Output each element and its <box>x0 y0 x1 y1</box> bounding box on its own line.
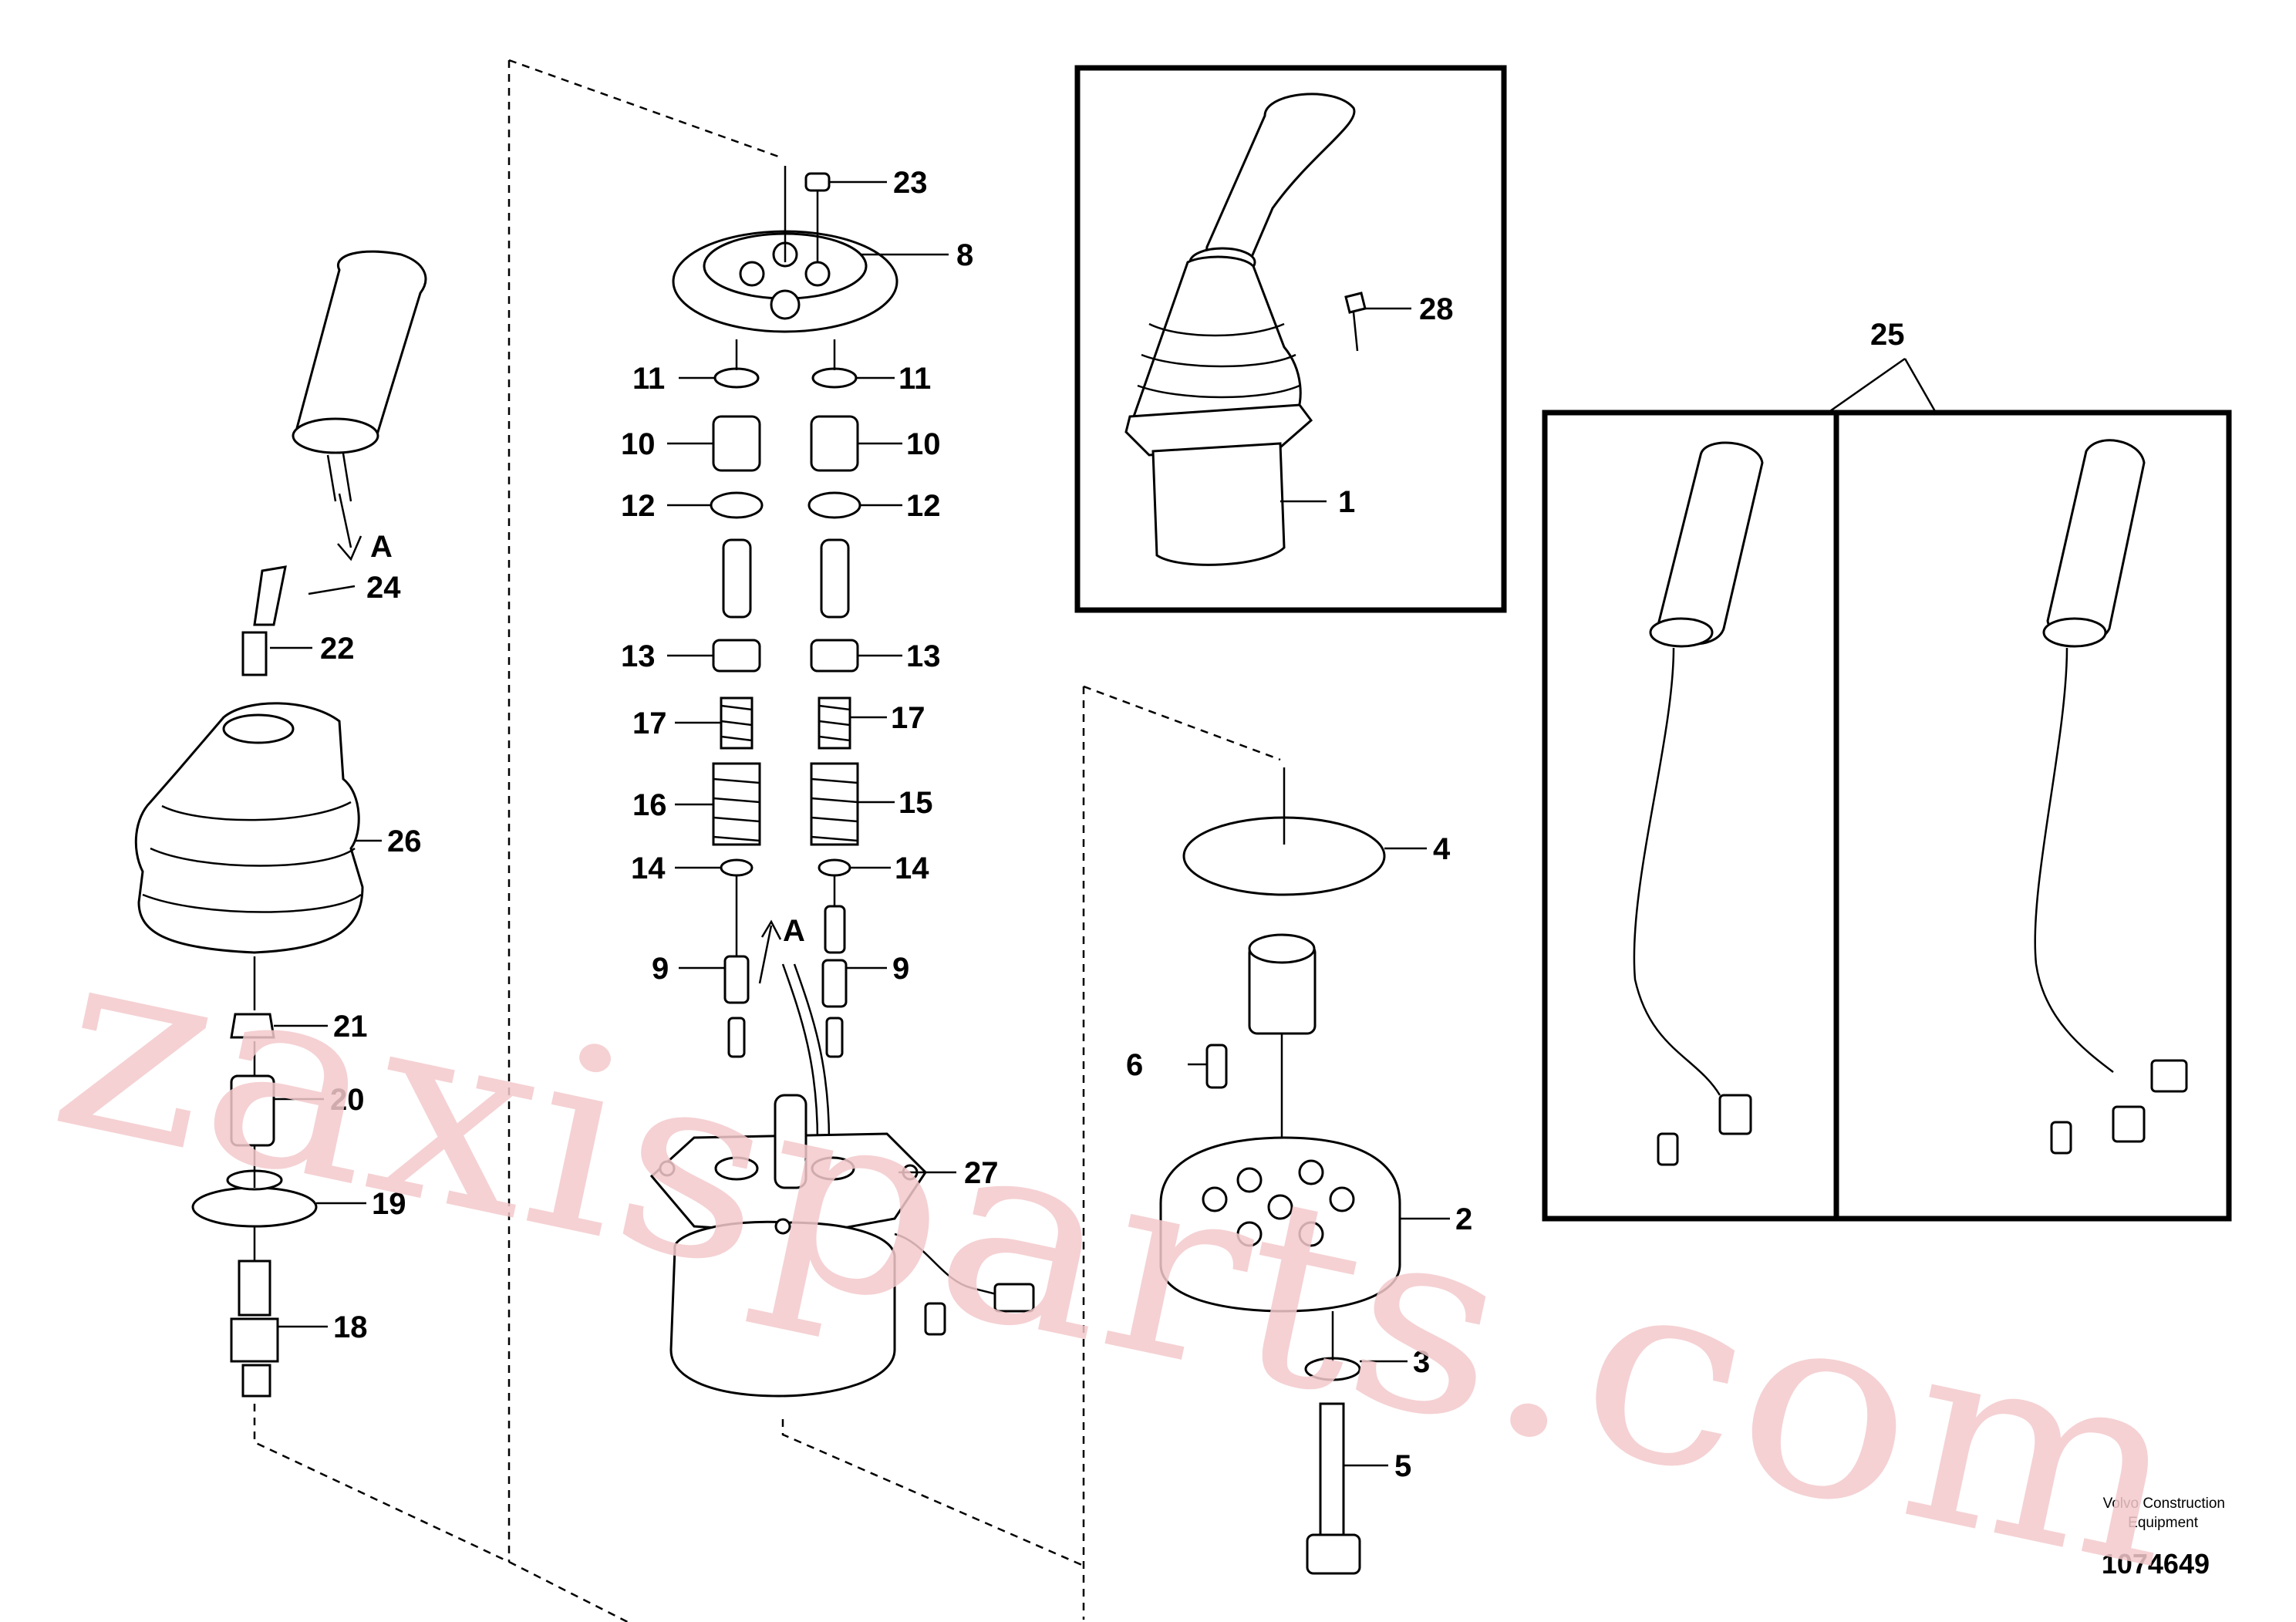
callout-28: 28 <box>1419 292 1454 326</box>
callout-25: 25 <box>1870 318 1905 352</box>
callout-17-left: 17 <box>632 706 667 740</box>
footer: Volvo Construction Equipment 1074649 <box>2102 1496 2225 1580</box>
callout-layer: 8 23 11 11 10 10 12 12 13 13 17 17 16 15… <box>270 166 1905 1483</box>
callout-17-right: 17 <box>891 701 925 735</box>
company-name-line2: Equipment <box>2128 1515 2199 1531</box>
callout-1: 1 <box>1338 485 1355 519</box>
callout-19: 19 <box>372 1187 406 1221</box>
watermark: zaxisparts.com <box>34 888 2208 1622</box>
harness-variants-box <box>1542 357 2232 1222</box>
callout-23: 23 <box>893 166 928 200</box>
callout-9-right: 9 <box>892 952 909 986</box>
view-mark-a-left: A <box>370 530 393 564</box>
callout-11-left: 11 <box>632 362 665 396</box>
left-lever-assembly <box>134 250 427 1398</box>
callout-14-left: 14 <box>631 851 666 885</box>
base-cover-assembly <box>1159 767 1401 1575</box>
callout-22: 22 <box>320 632 355 666</box>
callout-13-left: 13 <box>621 639 656 673</box>
callout-2: 2 <box>1455 1202 1472 1236</box>
callout-4: 4 <box>1433 832 1451 866</box>
center-valve-assembly <box>649 166 1035 1398</box>
assembled-control-box <box>1074 65 1507 613</box>
view-mark-a-center: A <box>783 914 805 948</box>
callout-10-right: 10 <box>906 427 941 461</box>
callout-20: 20 <box>330 1083 365 1117</box>
callout-21: 21 <box>333 1010 368 1044</box>
callout-15: 15 <box>899 786 933 820</box>
callout-12-left: 12 <box>621 489 656 523</box>
callout-6: 6 <box>1126 1048 1143 1082</box>
callout-9-left: 9 <box>652 952 669 986</box>
explode-boundaries <box>253 59 1281 1622</box>
callout-10-left: 10 <box>621 427 656 461</box>
company-name: Volvo Construction <box>2103 1496 2225 1512</box>
callout-11-right: 11 <box>899 362 931 396</box>
callout-8: 8 <box>956 238 973 272</box>
callout-27: 27 <box>964 1156 999 1190</box>
callout-12-right: 12 <box>906 489 941 523</box>
document-number: 1074649 <box>2102 1548 2210 1580</box>
callout-3: 3 <box>1413 1345 1430 1379</box>
callout-18: 18 <box>333 1310 368 1344</box>
callout-5: 5 <box>1394 1449 1411 1483</box>
callout-13-right: 13 <box>906 639 941 673</box>
callout-26: 26 <box>387 824 422 858</box>
callout-24: 24 <box>366 571 401 605</box>
callout-16: 16 <box>632 788 667 822</box>
callout-14-right: 14 <box>895 851 929 885</box>
